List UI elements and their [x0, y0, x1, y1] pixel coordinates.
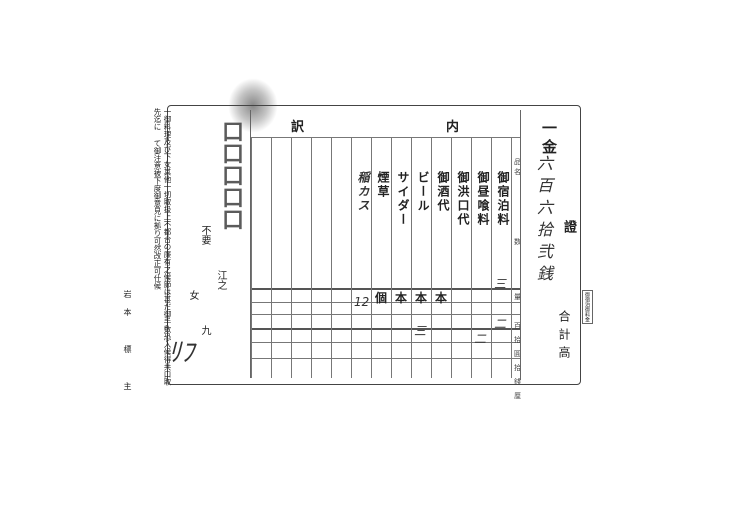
stamp-text: 女	[187, 290, 198, 300]
stamp-illegible-blocks: 口口口口口	[218, 120, 244, 230]
table-column: 御酒代本	[431, 137, 452, 378]
amount-unit-label: 圓	[514, 350, 521, 358]
table-column: 稲カス	[351, 137, 372, 378]
amount-unit-label: 錢	[514, 378, 521, 386]
shop-stamp: 口口口口口 不要 江之 九 女	[185, 110, 245, 380]
header-title-left: 訳	[291, 120, 305, 135]
handwritten-amount: 二	[494, 317, 507, 331]
itemized-table: 訳 内 稲カス煙草個サイダー本ビール本御酒代本御洪口代御昼喰料御宿泊料 品名 数…	[250, 110, 522, 400]
handwritten-mark: ﾘﾌ	[168, 338, 195, 368]
label-column: 品名 数 量 百拾圓拾錢厘	[511, 137, 522, 400]
table-column	[311, 137, 332, 378]
amount-unit-label: 百	[514, 322, 521, 330]
row-divider	[251, 137, 521, 138]
item-name: 御昼喰料	[476, 171, 490, 227]
quantity-column-label: 量	[514, 293, 521, 301]
item-unit: 本	[415, 291, 428, 305]
proprietor-name: 岩本 標 主	[123, 290, 132, 400]
table-column: 御宿泊料	[491, 137, 512, 378]
header-title-right: 内	[446, 120, 460, 135]
row-divider	[251, 314, 521, 315]
item-unit: 個	[375, 291, 388, 305]
stamp-text: 不要	[199, 225, 210, 245]
total-label: 合計高	[557, 310, 571, 364]
table-column: 御洪口代	[451, 137, 472, 378]
item-unit: 本	[435, 291, 448, 305]
table-column	[291, 137, 312, 378]
item-name: 煙草	[376, 171, 390, 199]
side-stamp: 御宿泊御料金	[582, 290, 593, 324]
handwritten-amount: 三	[494, 277, 507, 291]
quantity-column-label: 数	[514, 238, 521, 246]
receipt-frame	[167, 105, 581, 385]
row-divider	[251, 358, 521, 359]
table-column: 御昼喰料	[471, 137, 492, 378]
row-divider	[251, 288, 521, 290]
handwritten-amount: 二	[474, 332, 487, 346]
handwritten-amount: 12	[354, 295, 370, 309]
row-divider	[251, 342, 521, 343]
stamp-text: 江之	[215, 270, 226, 290]
amount-unit-label: 厘	[514, 392, 521, 400]
notice-text: 一御料理及び下女其他一切取扱上不都合の廉有之候節は甚だ御手数恐入候得共口取先迄に…	[153, 108, 172, 386]
amount-prefix: 一金	[540, 120, 558, 158]
table-column	[251, 137, 272, 378]
item-unit: 本	[395, 291, 408, 305]
item-name: 御酒代	[436, 171, 450, 213]
stamp-text: 九	[199, 325, 210, 335]
amount-unit-label: 拾	[514, 364, 521, 372]
table-column: ビール本	[411, 137, 432, 378]
item-name: 稲カス	[356, 171, 370, 213]
receipt-amount-area: 一金 六百六拾弐銭 證 合計高	[520, 110, 579, 380]
row-divider	[251, 302, 521, 303]
row-divider	[251, 328, 521, 330]
table-column	[271, 137, 292, 378]
item-name: ビール	[416, 171, 430, 213]
item-name: サイダー	[396, 171, 410, 227]
amount-handwritten: 六百六拾弐銭	[534, 155, 553, 287]
item-column-label: 品名	[514, 158, 521, 176]
table-column	[331, 137, 352, 378]
table-column: サイダー本	[391, 137, 412, 378]
table-column: 煙草個	[371, 137, 392, 378]
item-name: 御洪口代	[456, 171, 470, 227]
amount-unit-label: 拾	[514, 336, 521, 344]
handwritten-amount: 三	[414, 324, 427, 338]
item-name: 御宿泊料	[496, 171, 510, 227]
proof-label: 證	[561, 220, 576, 233]
